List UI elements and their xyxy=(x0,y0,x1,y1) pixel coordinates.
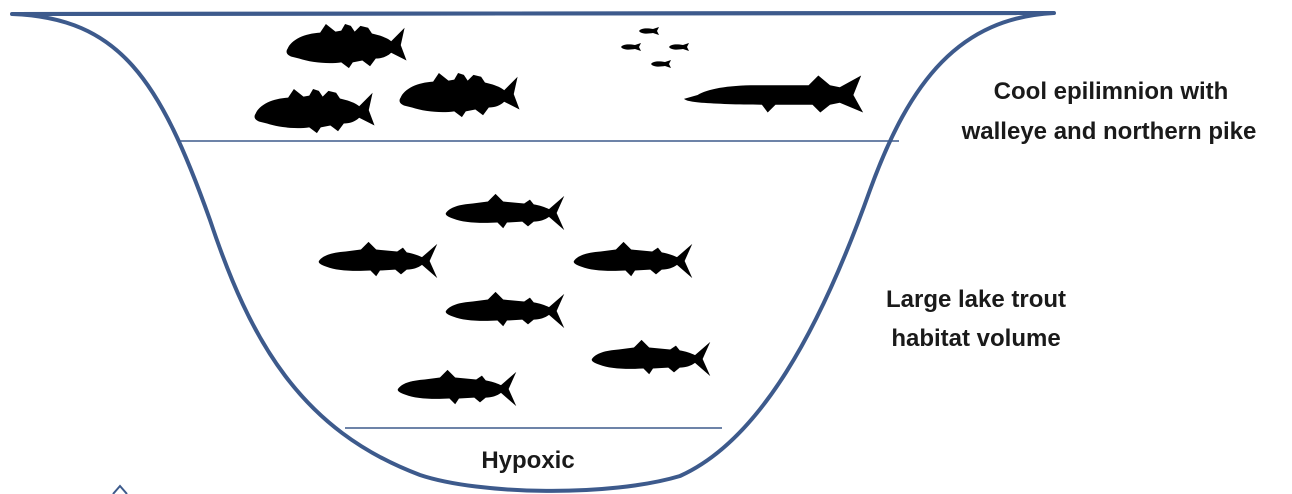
baitfish xyxy=(651,60,671,68)
baitfish xyxy=(669,43,689,51)
lake-trout-fish xyxy=(398,370,517,406)
baitfish xyxy=(639,27,659,35)
hypoxic-label: Hypoxic xyxy=(481,447,574,474)
walleye-fish-group xyxy=(255,24,520,133)
walleye-fish xyxy=(255,89,375,133)
baitfish xyxy=(621,43,641,51)
lake-trout-fish xyxy=(446,292,565,328)
baitfish-group xyxy=(621,27,689,68)
lake-trout-fish xyxy=(574,242,693,278)
trout-habitat-label-line2: habitat volume xyxy=(891,325,1060,352)
northern-pike-group xyxy=(684,76,863,113)
lake-trout-fish xyxy=(592,340,711,376)
lake-trout-fish xyxy=(446,194,565,230)
epilimnion-label-line1: Cool epilimnion with xyxy=(994,78,1229,105)
walleye-fish xyxy=(287,24,407,68)
lake-trout-group xyxy=(319,194,711,406)
trout-habitat-label-line1: Large lake trout xyxy=(886,286,1066,313)
edge-arrow-mark xyxy=(113,486,127,494)
lake-trout-fish xyxy=(319,242,438,278)
epilimnion-label-line2: walleye and northern pike xyxy=(961,118,1257,145)
water-surface-line xyxy=(12,13,1054,14)
northern-pike-fish xyxy=(684,76,863,113)
lake-basin-outline xyxy=(12,13,1054,491)
walleye-fish xyxy=(400,73,520,117)
